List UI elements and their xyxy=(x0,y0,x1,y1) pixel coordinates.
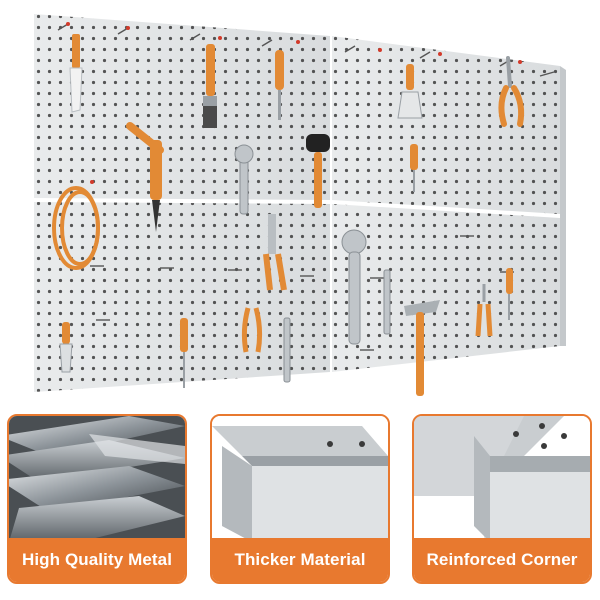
feature-card-thicker-material: Thicker Material xyxy=(210,414,390,584)
feature-label: Reinforced Corner xyxy=(414,538,590,582)
feature-card-high-quality-metal: High Quality Metal xyxy=(7,414,187,584)
scraper-tool xyxy=(397,64,423,119)
rubber-mallet-tool xyxy=(306,134,330,208)
diagonal-pliers-tool xyxy=(241,307,263,353)
spanner-tool xyxy=(383,269,391,335)
pegboard-panel-top-right xyxy=(332,36,560,214)
pegboard-panel-bottom-left xyxy=(34,202,330,392)
feature-label: Thicker Material xyxy=(212,538,388,582)
small-screwdriver-tool xyxy=(410,144,418,192)
large-wrench-tool xyxy=(341,229,367,345)
paint-brush-tool xyxy=(203,44,217,128)
screwdriver-tool xyxy=(275,50,284,120)
pliers-tool xyxy=(498,56,525,127)
pegboard-scene xyxy=(34,14,566,396)
knife-tool xyxy=(69,34,83,113)
locking-pliers-tool xyxy=(263,214,287,291)
metal-bars-image xyxy=(9,416,185,542)
adjustable-spanner-tool xyxy=(283,317,291,383)
adjustable-wrench-tool xyxy=(234,144,254,215)
coiled-cable xyxy=(52,186,100,270)
needle-nose-pliers-tool xyxy=(475,284,493,337)
pegboard-panel-bottom-right xyxy=(332,204,560,372)
feature-label: High Quality Metal xyxy=(9,538,185,582)
phillips-screwdriver-tool xyxy=(180,318,188,388)
claw-hammer-tool xyxy=(404,300,440,396)
feature-card-reinforced-corner: Reinforced Corner xyxy=(412,414,592,584)
corner-image xyxy=(414,416,590,542)
orange-screwdriver-tool xyxy=(506,268,513,320)
pegboard-image xyxy=(34,14,566,396)
caulk-gun-tool xyxy=(126,122,164,232)
panel-edge-image xyxy=(212,416,388,542)
pegboard-panel-top-left xyxy=(34,14,330,200)
utility-knife-tool xyxy=(59,322,73,373)
